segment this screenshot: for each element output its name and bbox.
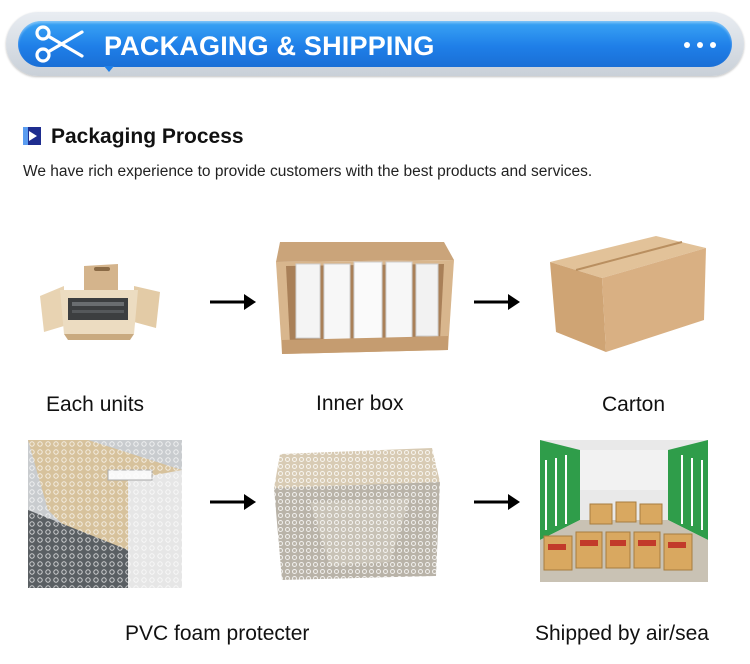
arrow-right-icon <box>210 294 256 310</box>
inner-box-image <box>276 242 454 354</box>
arrow-right-icon <box>210 494 256 510</box>
banner-bar <box>18 21 732 67</box>
step-label-inner-box: Inner box <box>316 392 404 415</box>
arrow-right-icon <box>474 294 520 310</box>
more-dots-icon <box>684 42 716 48</box>
step-label-each-units: Each units <box>46 393 145 416</box>
play-square-icon <box>23 127 41 145</box>
banner-title: PACKAGING & SHIPPING <box>104 31 435 61</box>
banner-notch <box>104 66 114 72</box>
scissors-icon <box>35 25 84 63</box>
section-description: We have rich experience to provide custo… <box>23 163 593 180</box>
pvc-foam-image <box>28 440 182 588</box>
step-label-shipped: Shipped by air/sea <box>535 622 709 645</box>
carton-image <box>550 236 706 352</box>
section-title: Packaging Process <box>51 125 244 148</box>
header-banner <box>6 12 744 76</box>
step-label-pvc-foam: PVC foam protecter <box>125 622 310 645</box>
wrapped-box-image <box>270 442 444 582</box>
each-units-image <box>40 264 160 340</box>
arrow-right-icon <box>474 494 520 510</box>
step-label-carton: Carton <box>602 393 666 416</box>
shipping-truck-image <box>540 440 708 582</box>
